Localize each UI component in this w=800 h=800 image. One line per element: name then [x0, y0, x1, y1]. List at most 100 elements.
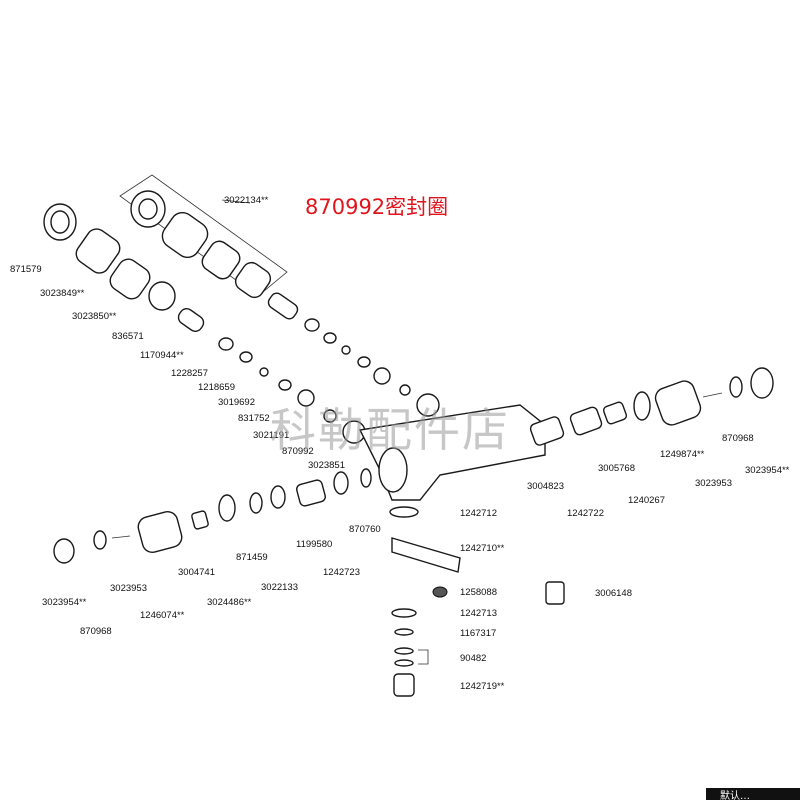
- group-part-10: [373, 367, 391, 385]
- part-1242722: [569, 406, 603, 436]
- label-836571: 836571: [112, 331, 144, 342]
- part-3023953-left: [111, 535, 131, 539]
- label-870760: 870760: [349, 524, 381, 535]
- label-1242722: 1242722: [567, 508, 604, 519]
- label-1242723: 1242723: [323, 567, 360, 578]
- label-870992: 870992: [282, 446, 314, 457]
- label-1258088: 1258088: [460, 587, 497, 598]
- label-871579: 871579: [10, 264, 42, 275]
- part-3023954-left: [53, 538, 75, 564]
- part-871459: [249, 492, 263, 514]
- watermark-text: 科勒配件店: [270, 403, 510, 457]
- label-1242713: 1242713: [460, 608, 497, 619]
- label-1170944: 1170944**: [140, 350, 184, 361]
- part-1167317: [394, 628, 414, 636]
- label-1242719: 1242719**: [460, 681, 505, 692]
- label-3023849: 3023849**: [40, 288, 85, 299]
- corner-tag-text: 默认…: [720, 789, 750, 800]
- label-871459: 871459: [236, 552, 268, 563]
- label-1218659: 1218659: [198, 382, 235, 393]
- label-3021191: 3021191: [253, 430, 289, 441]
- part-1246074: [137, 510, 183, 554]
- group-part-3: [201, 240, 241, 280]
- label-3005768: 3005768: [598, 463, 635, 474]
- part-1242723: [333, 471, 349, 495]
- part-1199580: [296, 479, 326, 507]
- label-1242712: 1242712: [460, 508, 497, 519]
- leader-line: [221, 199, 251, 204]
- valve-body-port: [378, 447, 408, 493]
- part-3022133: [270, 485, 286, 509]
- label-3019692: 3019692: [218, 397, 255, 408]
- label-870968-right: 870968: [722, 433, 754, 444]
- label-3023953-left: 3023953: [110, 583, 147, 594]
- part-90482-b: [394, 659, 414, 667]
- part-1218659: [239, 351, 253, 363]
- part-1170944: [177, 308, 205, 332]
- part-3023954-right: [750, 367, 774, 399]
- part-836571: [148, 281, 176, 311]
- part-3005768: [602, 401, 628, 425]
- right-parts: [529, 367, 774, 446]
- part-870760: [360, 468, 372, 488]
- label-3023851: 3023851: [308, 460, 345, 471]
- part-1258088: [432, 586, 448, 598]
- part-871579-inner: [50, 210, 70, 234]
- group-part-1-inner: [138, 198, 158, 220]
- label-90482: 90482: [460, 653, 486, 664]
- label-1240267: 1240267: [628, 495, 665, 506]
- group-part-5: [267, 292, 299, 320]
- valve-body: [358, 404, 546, 501]
- label-1167317: 1167317: [460, 628, 496, 639]
- group-part-9: [357, 356, 371, 368]
- part-3006148: [545, 581, 565, 605]
- label-3023954-right: 3023954**: [745, 465, 790, 476]
- group-part-7: [323, 332, 337, 344]
- bracket-90482: [418, 649, 429, 665]
- label-3004741: 3004741: [178, 567, 215, 578]
- group-part-4: [234, 261, 272, 299]
- part-1242710: [391, 537, 461, 573]
- label-1246074: 1246074**: [140, 610, 185, 621]
- part-870968-right: [729, 376, 743, 398]
- group-part-2: [161, 211, 209, 259]
- label-3006148: 3006148: [595, 588, 632, 599]
- part-3021191: [297, 389, 315, 407]
- label-3004823: 3004823: [527, 481, 564, 492]
- label-1242710: 1242710**: [460, 543, 505, 554]
- part-3023850: [109, 258, 151, 300]
- label-870968-left: 870968: [80, 626, 112, 637]
- label-1228257: 1228257: [171, 368, 208, 379]
- label-1199580: 1199580: [296, 539, 332, 550]
- part-1242713: [391, 608, 417, 618]
- part-3023953-right: [702, 392, 723, 398]
- part-3023849: [75, 228, 121, 274]
- label-3024486: 3024486**: [207, 597, 252, 608]
- lower-vertical-parts: [389, 506, 565, 697]
- label-3022134: 3022134**: [224, 195, 269, 206]
- label-3023954-left: 3023954**: [42, 597, 87, 608]
- diagram-title: 870992密封圈: [305, 195, 448, 219]
- part-1242719: [393, 673, 415, 697]
- corner-tag: [706, 788, 800, 800]
- part-90482-a: [394, 647, 414, 655]
- upper-left-parts: [43, 203, 366, 444]
- group-part-12: [416, 393, 440, 417]
- part-labels: 3022134** 871579 3023849** 3023850** 836…: [10, 195, 790, 692]
- part-870968-left: [93, 530, 107, 550]
- group-part-8: [341, 345, 351, 355]
- part-1249874: [654, 380, 702, 426]
- lower-left-parts: [53, 468, 372, 564]
- label-3022133: 3022133: [261, 582, 298, 593]
- part-1228257: [218, 337, 234, 351]
- upper-group-parts: [130, 190, 440, 417]
- part-3024486: [218, 494, 236, 522]
- part-870992: [323, 409, 337, 423]
- label-3023850: 3023850**: [72, 311, 117, 322]
- part-1242712: [389, 506, 419, 518]
- part-1240267: [633, 391, 651, 421]
- label-831752: 831752: [238, 413, 270, 424]
- group-part-6: [304, 318, 320, 332]
- part-3004823: [529, 416, 565, 446]
